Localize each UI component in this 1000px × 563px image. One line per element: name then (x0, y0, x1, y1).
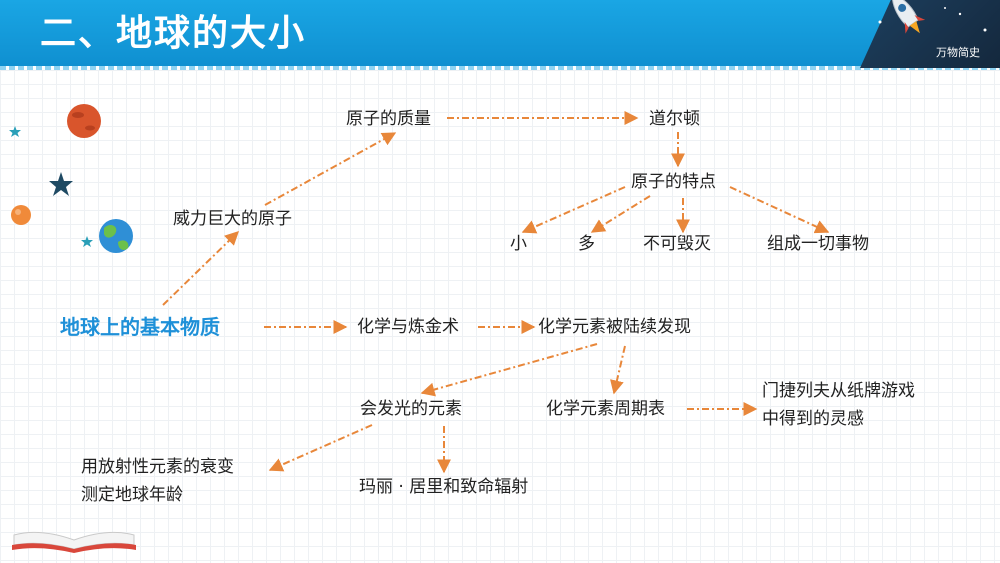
earth-planet-icon (99, 219, 133, 253)
node-glowing-elements: 会发光的元素 (360, 399, 462, 419)
arrow-traits-to-small (521, 186, 626, 234)
node-mendeleev-line1: 门捷列夫从纸牌游戏 (762, 381, 915, 401)
node-compose-all: 组成一切事物 (767, 234, 869, 254)
node-dalton: 道尔顿 (649, 109, 700, 129)
arrow-traits-to-many (590, 195, 651, 233)
arrow-glowing-to-decay (268, 424, 373, 472)
star-icon (81, 236, 93, 247)
page-title: 二、地球的大小 (40, 13, 307, 54)
arrow-elements-to-glowing (420, 343, 598, 397)
node-elements-discovered: 化学元素被陆续发现 (538, 317, 691, 337)
node-mendeleev-line2: 中得到的灵感 (762, 409, 864, 429)
node-root: 地球上的基本物质 (60, 315, 220, 339)
star-icon (9, 126, 21, 137)
arrow-traits-to-compose-all (729, 186, 830, 234)
node-curie: 玛丽 · 居里和致命辐射 (359, 477, 529, 497)
orange-planet-icon (11, 205, 31, 225)
title-bar-divider (0, 66, 1000, 70)
arrow-powerful-atom-to-atomic-mass (264, 132, 397, 206)
brand-label: 万物简史 (936, 46, 980, 59)
node-decay-line2: 测定地球年龄 (81, 485, 183, 505)
star-icon (49, 172, 73, 196)
node-indestructible: 不可毁灭 (643, 234, 711, 254)
node-decay-line1: 用放射性元素的衰变 (81, 457, 234, 477)
node-atomic-mass: 原子的质量 (346, 109, 431, 129)
mars-planet-icon (67, 104, 101, 138)
title-bar (0, 0, 1000, 68)
node-chemistry-alchemy: 化学与炼金术 (357, 317, 459, 337)
node-powerful-atom: 威力巨大的原子 (173, 209, 292, 229)
open-book-icon (12, 531, 136, 553)
node-atom-traits: 原子的特点 (631, 172, 716, 192)
node-periodic-table: 化学元素周期表 (546, 399, 665, 419)
node-many: 多 (578, 234, 595, 254)
arrow-root-to-powerful-atom (162, 231, 240, 306)
arrow-elements-to-periodic (610, 345, 626, 395)
rocket-icon (878, 0, 987, 34)
node-small: 小 (510, 234, 527, 254)
